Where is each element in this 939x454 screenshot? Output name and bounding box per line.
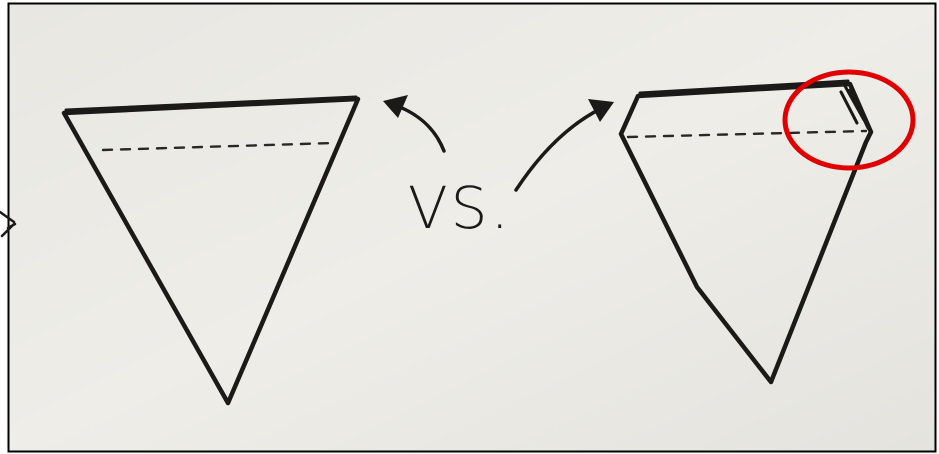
- folded-corner-strokes: [839, 84, 870, 130]
- right-fold-dashed-line: [626, 129, 868, 139]
- stray-arrow-mark: [0, 210, 17, 238]
- paper-background: [8, 3, 936, 452]
- left-arrowhead-icon: [383, 95, 408, 118]
- left-fold-dashed-line: [101, 141, 336, 152]
- right-arrow: [514, 99, 614, 192]
- left-triangle-top-edge-stroke: [64, 95, 358, 112]
- left-triangle-shape: [61, 95, 361, 406]
- left-arrow: [383, 95, 446, 153]
- right-arrowhead-icon: [588, 99, 614, 122]
- right-pentagon-shape: [618, 79, 874, 385]
- right-pentagon-outline: [618, 81, 874, 385]
- left-triangle-outline: [61, 96, 361, 406]
- right-pentagon-top-edge-stroke: [638, 79, 850, 95]
- vs-label: VS.: [408, 174, 512, 242]
- right-arrow-curve: [514, 106, 604, 192]
- highlight-circle: [782, 69, 916, 171]
